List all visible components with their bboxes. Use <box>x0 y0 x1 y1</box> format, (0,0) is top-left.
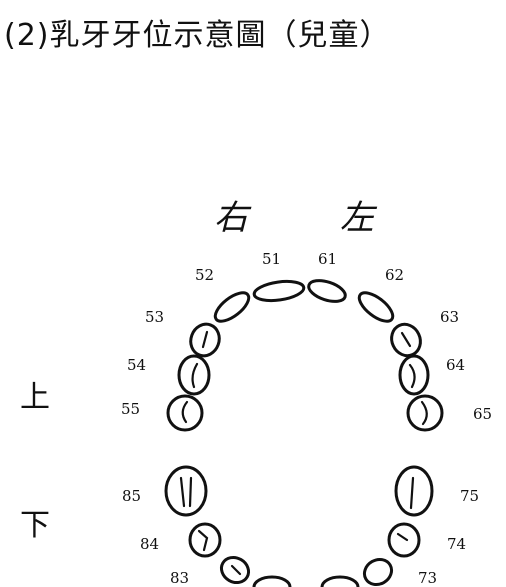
tooth-label-84: 84 <box>140 535 160 553</box>
tooth-label-53: 53 <box>145 308 165 326</box>
tooth-label-63: 63 <box>440 308 460 326</box>
tooth-72 <box>320 575 360 587</box>
tooth-label-64: 64 <box>446 356 466 374</box>
tooth-label-61: 61 <box>318 250 338 268</box>
tooth-label-75: 75 <box>460 487 480 505</box>
tooth-74 <box>387 522 421 558</box>
tooth-52 <box>213 291 251 323</box>
tooth-75 <box>394 465 434 517</box>
tooth-label-52: 52 <box>195 266 215 284</box>
page-title: (2)乳牙牙位示意圖（兒童） <box>4 18 391 53</box>
left-side-label: 左 <box>340 198 374 238</box>
tooth-85 <box>164 465 208 517</box>
tooth-label-62: 62 <box>385 266 405 284</box>
lower-jaw-label: 下 <box>20 508 50 543</box>
right-side-label: 右 <box>214 198 248 238</box>
tooth-label-83: 83 <box>170 569 190 587</box>
tooth-label-74: 74 <box>447 535 467 553</box>
tooth-82 <box>252 575 292 587</box>
tooth-84 <box>188 522 222 558</box>
tooth-label-85: 85 <box>122 487 142 505</box>
tooth-73 <box>362 557 394 587</box>
tooth-label-73: 73 <box>418 569 438 587</box>
tooth-55 <box>166 394 204 432</box>
upper-jaw-label: 上 <box>20 380 50 415</box>
tooth-label-65: 65 <box>473 405 493 423</box>
tooth-label-51: 51 <box>262 250 282 268</box>
tooth-51 <box>252 279 306 303</box>
tooth-61 <box>307 279 347 303</box>
tooth-label-55: 55 <box>121 400 141 418</box>
tooth-65 <box>406 394 444 432</box>
tooth-62 <box>357 291 395 323</box>
tooth-54 <box>177 354 211 396</box>
tooth-label-54: 54 <box>127 356 147 374</box>
